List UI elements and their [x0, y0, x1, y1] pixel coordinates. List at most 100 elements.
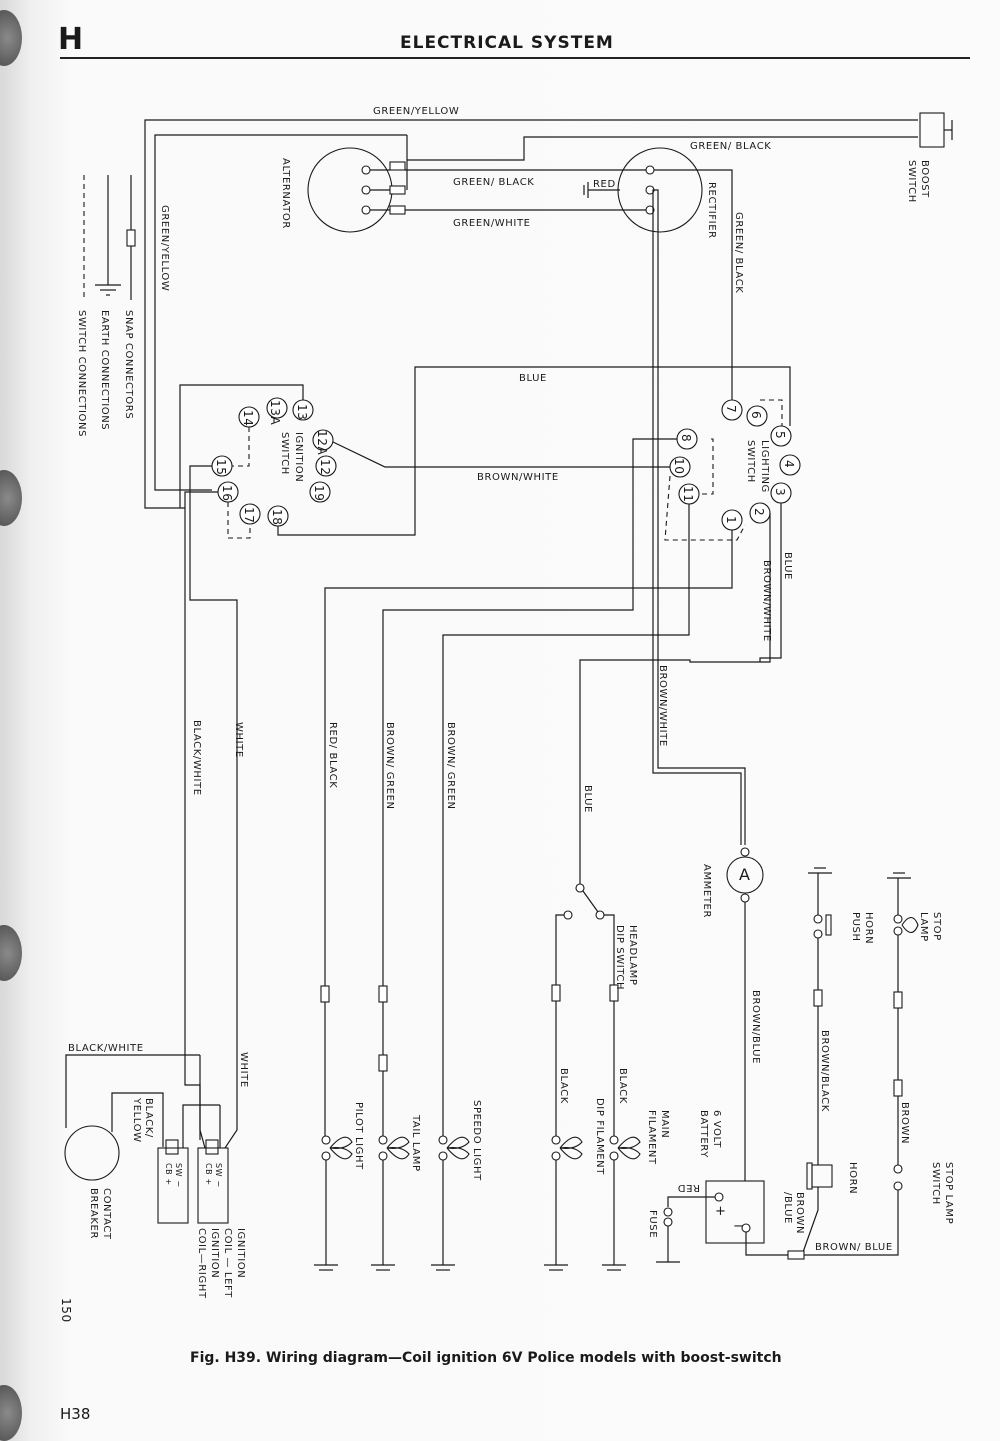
- label-black-white-cb: BLACK/WHITE: [68, 1043, 144, 1054]
- ignition-coil-right-label: IGNITIONCOIL—RIGHT: [196, 1228, 220, 1299]
- svg-text:2: 2: [752, 508, 766, 516]
- svg-text:16: 16: [220, 485, 234, 501]
- dip-filament: BLACK DIP FILAMENT: [594, 1068, 641, 1271]
- boost-switch[interactable]: BOOSTSWITCH: [906, 112, 953, 203]
- binder-hole-top: [0, 10, 22, 66]
- ammeter-symbol: A: [739, 865, 751, 884]
- light-terminal-10: 10: [669, 456, 691, 478]
- label-red-black: RED/ BLACK: [327, 722, 338, 788]
- label-green-black-rect: GREEN/ BLACK: [733, 212, 744, 293]
- stop-lamp-label: STOPLAMP: [918, 912, 942, 942]
- tail-lamp: TAIL LAMP: [371, 985, 421, 1271]
- label-green-black-top: GREEN/ BLACK: [690, 141, 771, 152]
- coil-left-terminal-cb: CB +: [204, 1163, 213, 1186]
- horn-body: [811, 1164, 833, 1188]
- rectifier-earth-symbol: [583, 182, 589, 198]
- wire-brown-white-rect: [654, 189, 746, 845]
- label-brown-green-2: BROWN/ GREEN: [445, 722, 456, 810]
- label-red-rectifier: RED: [593, 179, 616, 190]
- battery-minus-sign: −: [733, 1219, 745, 1234]
- ignition-coil-right: SW − CB + IGNITIONCOIL—RIGHT: [157, 1104, 220, 1299]
- label-brown-blue-horn: BROWN/BLUE: [782, 1192, 805, 1234]
- svg-text:13A: 13A: [268, 400, 282, 425]
- figure-caption: Fig. H39. Wiring diagram—Coil ignition 6…: [190, 1350, 782, 1366]
- page-title: ELECTRICAL SYSTEM: [400, 33, 614, 53]
- alternator-label: ALTERNATOR: [280, 158, 291, 229]
- ign-terminal-17: 17: [239, 503, 261, 525]
- ign-terminal-14: 14: [238, 406, 260, 428]
- ignition-coil-left-label: IGNITIONCOIL — LEFT: [222, 1228, 246, 1298]
- ign-terminal-13: 13: [292, 399, 314, 421]
- section-letter: H: [58, 22, 84, 57]
- svg-text:1: 1: [724, 516, 738, 524]
- tail-lamp-label: TAIL LAMP: [410, 1114, 421, 1172]
- label-white: WHITE: [233, 722, 244, 758]
- coil-right-terminal-cb: CB +: [164, 1163, 173, 1186]
- label-red-fuse: RED: [677, 1182, 700, 1193]
- label-brown-blue-bottom-1: BROWN/ BLUE: [815, 1242, 893, 1253]
- ign-terminal-18: 18: [267, 505, 289, 527]
- coil-left-terminal-sw: SW −: [214, 1163, 223, 1188]
- label-blue-right: BLUE: [782, 552, 793, 580]
- ign-terminal-12a: 12A: [312, 429, 334, 455]
- headlamp-dip-switch[interactable]: HEADLAMPDIP SWITCH: [551, 883, 638, 1140]
- label-black-yellow: BLACK/YELLOW: [131, 1097, 154, 1143]
- battery-label: 6 VOLTBATTERY: [698, 1110, 722, 1158]
- svg-text:6: 6: [749, 411, 763, 419]
- svg-text:12: 12: [318, 459, 332, 475]
- label-black-white: BLACK/WHITE: [191, 720, 202, 796]
- label-brown-white-right: BROWN/WHITE: [761, 560, 772, 642]
- wire-green-yellow-inner: [154, 134, 407, 491]
- ammeter-label: AMMETER: [701, 864, 712, 918]
- light-terminal-6: 6: [746, 405, 768, 427]
- pilot-light: PILOT LIGHT: [314, 985, 364, 1271]
- boost-switch-label: BOOSTSWITCH: [906, 160, 930, 203]
- legend: SNAP CONNECTORS EARTH CONNECTIONS SWITCH…: [76, 175, 136, 437]
- horn-circuit: HORNPUSH BROWN/BLACK HORN BROWN/BLUE BRO…: [782, 867, 899, 1260]
- label-black-1: BLACK: [558, 1068, 569, 1104]
- label-green-white: GREEN/WHITE: [453, 218, 531, 229]
- horn-label: HORN: [847, 1162, 858, 1194]
- fuse-label: FUSE: [647, 1210, 658, 1238]
- label-green-black-alt: GREEN/ BLACK: [453, 177, 534, 188]
- main-filament: BLACK MAINFILAMENT: [544, 1068, 670, 1271]
- svg-text:15: 15: [214, 459, 228, 475]
- headlamp-dip-switch-label: HEADLAMPDIP SWITCH: [614, 925, 638, 990]
- fuse: RED FUSE: [647, 1182, 715, 1263]
- lighting-switch-label: LIGHTINGSWITCH: [745, 440, 770, 493]
- svg-text:19: 19: [312, 485, 326, 501]
- header-rule: [60, 57, 970, 59]
- pilot-light-label: PILOT LIGHT: [353, 1102, 364, 1170]
- label-white-coil: WHITE: [238, 1052, 249, 1088]
- label-brown: BROWN: [899, 1102, 910, 1144]
- battery-plus-sign: +: [715, 1204, 727, 1219]
- lighting-switch: 7 6 5 4 3 2 1 8 10 11 LIGHTINGSWITCH: [664, 399, 801, 541]
- contact-breaker: BLACK/WHITE BLACK/YELLOW CONTACTBREAKER: [64, 1043, 200, 1240]
- speedo-light: SPEEDO LIGHT: [431, 1100, 482, 1271]
- light-terminal-4: 4: [779, 454, 801, 476]
- rectifier-label: RECTIFIER: [706, 182, 717, 239]
- ign-terminal-12: 12: [315, 455, 337, 477]
- ign-terminal-13a: 13A: [266, 397, 288, 425]
- label-brown-black: BROWN/BLACK: [819, 1030, 830, 1112]
- label-green-yellow-top: GREEN/YELLOW: [373, 106, 459, 117]
- ign-terminal-15: 15: [211, 455, 233, 477]
- dip-filament-label: DIP FILAMENT: [594, 1098, 605, 1175]
- contact-breaker-label: CONTACTBREAKER: [88, 1188, 112, 1240]
- snap-connector-symbol: [126, 229, 136, 247]
- label-green-yellow-left: GREEN/YELLOW: [159, 205, 170, 291]
- svg-text:8: 8: [679, 434, 693, 442]
- light-terminal-11: 11: [678, 483, 700, 505]
- ignition-switch-label: IGNITIONSWITCH: [279, 432, 304, 482]
- earth-symbol: [95, 284, 121, 296]
- svg-text:11: 11: [681, 486, 695, 502]
- light-terminal-5: 5: [770, 425, 792, 447]
- label-blue-dip: BLUE: [582, 785, 593, 813]
- page-number: 150: [59, 1298, 73, 1323]
- svg-text:10: 10: [672, 458, 686, 474]
- label-blue-top: BLUE: [519, 373, 547, 384]
- ign-terminal-16: 16: [217, 481, 239, 503]
- rectifier: RED RECTIFIER: [583, 147, 717, 239]
- coil-right-terminal-sw: SW −: [174, 1163, 183, 1188]
- light-terminal-3: 3: [770, 482, 792, 504]
